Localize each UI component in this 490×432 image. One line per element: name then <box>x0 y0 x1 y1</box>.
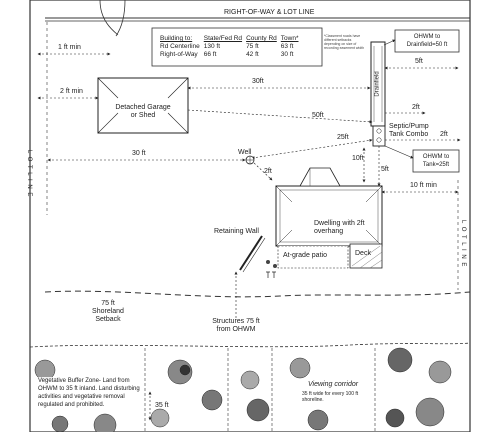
fifty-ft-label: 50ft <box>312 112 324 119</box>
lot-line-left-label: L O T L I N E <box>26 150 32 198</box>
structures-label: Structures 75 ft from OHWM <box>212 318 260 333</box>
cell: 42 ft <box>246 51 259 58</box>
ohwm-drainfield-pointer <box>383 39 396 46</box>
setback-row-centerline: Rd Centerline 130 ft 75 ft 63 ft <box>160 43 303 51</box>
garage-label: Detached Garage or Shed <box>115 104 171 119</box>
well-symbol <box>245 155 255 165</box>
patio-label: At-grade patio <box>283 252 327 259</box>
shoreland-setback-label: 75 ft Shoreland Setback <box>92 300 124 323</box>
shoreland-setback-line <box>44 290 471 298</box>
patio-area <box>266 245 349 278</box>
page-border <box>29 0 471 432</box>
cell: 30 ft <box>280 51 294 58</box>
septic-label: Septic/Pump Tank Combo <box>389 123 429 138</box>
cell: 130 ft <box>203 43 221 50</box>
page-title: RIGHT-OF-WAY & LOT LINE <box>224 9 315 16</box>
twentyfive-ft-label: 25ft <box>337 134 349 141</box>
well-label: Well <box>238 149 252 156</box>
five-ft-right-label: 5ft <box>415 58 423 65</box>
ohwm-line <box>29 342 471 348</box>
deck-area <box>349 243 383 269</box>
thirty-ft-well-label: 30 ft <box>132 150 146 157</box>
ohwm-tank-box <box>412 149 460 173</box>
viewing-corridor-text: 35 ft wide for every 100 ft shoreline. <box>302 391 370 403</box>
two-ft-well-arrow <box>253 162 273 181</box>
thirty-ft-top-label: 30ft <box>252 78 264 85</box>
drainfield-shape <box>370 41 386 127</box>
five-ft-dwelling-label: 5ft <box>381 166 389 173</box>
setback-row-row: Right-of-Way 66 ft 42 ft 30 ft <box>160 51 303 59</box>
dwelling-building <box>275 167 383 247</box>
two-ft-min-label: 2 ft min <box>60 88 83 95</box>
ohwm-drainfield-label: OHWM to Drainfield=50 ft <box>406 34 448 48</box>
two-ft-right-label: 2ft <box>412 104 420 111</box>
ten-ft-tank-label: 10ft <box>352 155 364 162</box>
garage-building <box>97 77 189 134</box>
cell: 66 ft <box>203 51 217 58</box>
cell: Rd Centerline <box>160 43 200 50</box>
ten-ft-min-label: 10 ft min <box>410 182 437 189</box>
cell: Right-of-Way <box>160 51 198 58</box>
setback-header-building: Building to: <box>160 35 193 42</box>
tree-trunk-top <box>99 0 126 37</box>
twentyfive-ft-arrow <box>251 138 373 160</box>
setback-header-state: State/Fed Rd <box>203 35 243 42</box>
dwelling-label: Dwelling with 2ft overhang <box>314 220 365 235</box>
buffer-zone-text: Vegetative Buffer Zone- Land from OHWM t… <box>38 377 143 409</box>
septic-tank <box>372 125 386 147</box>
vegetation-shrubs <box>34 347 452 432</box>
ohwm-tank-pointer <box>384 145 414 159</box>
setback-table-box <box>151 27 323 67</box>
retaining-wall-label: Retaining Wall <box>214 228 259 235</box>
cell: 63 ft <box>280 43 294 50</box>
deck-label: Deck <box>355 250 371 257</box>
cell: 75 ft <box>246 43 259 50</box>
setback-header-town: Town* <box>280 35 299 42</box>
drainfield-label: Drainfield <box>374 71 381 97</box>
fifty-ft-arrow <box>187 109 373 124</box>
setback-header-county: County Rd <box>246 35 277 42</box>
setback-table: Building to: State/Fed Rd County Rd Town… <box>160 35 303 59</box>
viewing-corridor-title: Viewing corridor <box>308 381 359 389</box>
one-ft-min-label: 1 ft min <box>58 44 81 51</box>
two-ft-well-label: 2ft <box>264 168 272 175</box>
two-ft-tank-label: 2ft <box>440 131 448 138</box>
lot-line-right-label: L O T L I N E <box>460 220 466 268</box>
thirty-five-ft-label: 35 ft <box>155 402 169 409</box>
setback-footnote: *Classment roads have different setbacks… <box>324 34 365 50</box>
retaining-wall <box>239 235 266 273</box>
ohwm-tank-label: OHWM to Tank=25ft <box>422 154 450 168</box>
